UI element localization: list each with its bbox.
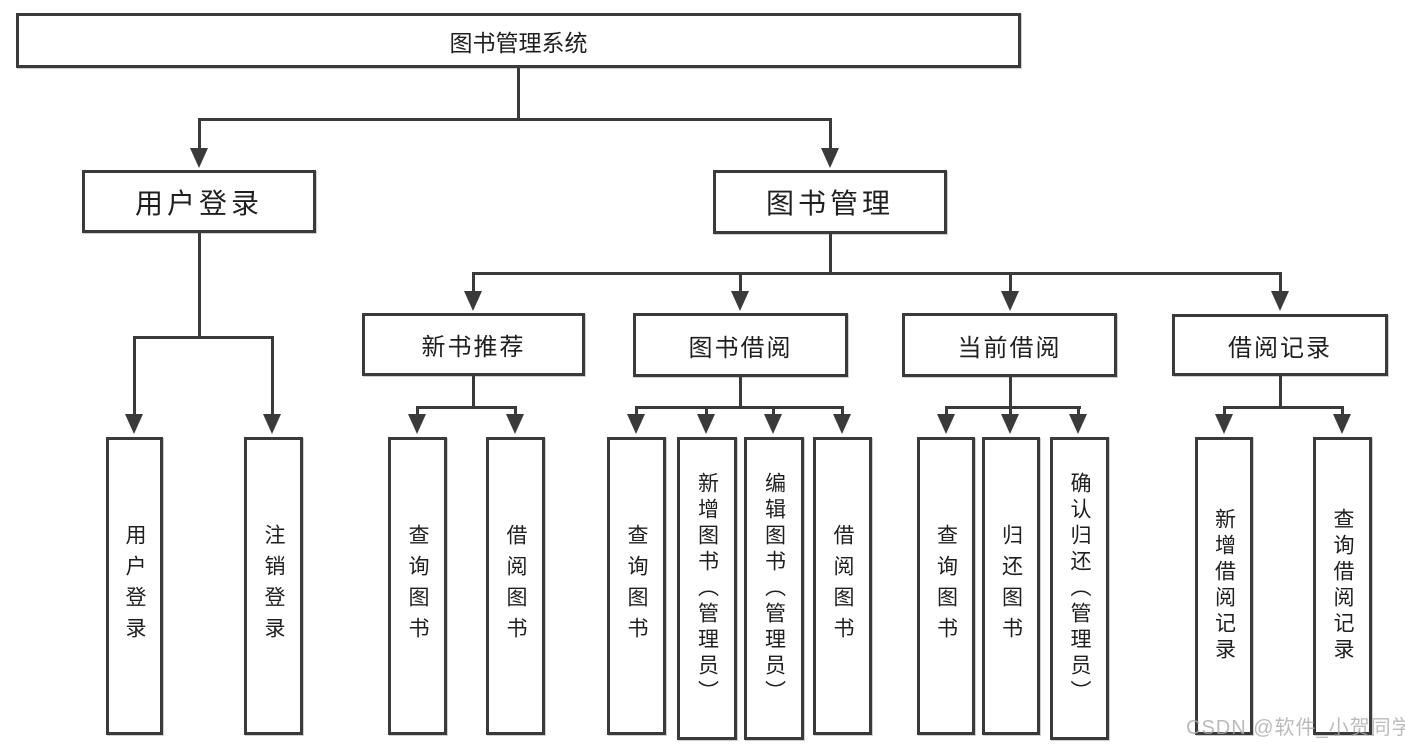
connector-line — [1009, 275, 1012, 293]
arrow-down-icon — [125, 414, 143, 434]
arrow-down-icon — [731, 291, 749, 311]
node-label: 查询借阅记录 — [1331, 508, 1354, 664]
connector-line — [517, 68, 520, 121]
connector-line — [1009, 377, 1012, 409]
node-leaf-edit-book-admin: 编辑图书（管理员） — [744, 437, 804, 740]
connector-line — [133, 339, 136, 416]
arrow-down-icon — [833, 414, 851, 434]
connector-line — [514, 409, 517, 416]
arrow-down-icon — [821, 148, 839, 168]
connector-line — [841, 409, 844, 416]
node-label: 确认归还（管理员） — [1068, 471, 1091, 706]
arrow-down-icon — [1215, 414, 1233, 434]
node-new-book-recommend: 新书推荐 — [362, 313, 585, 376]
node-current-borrowing: 当前借阅 — [902, 313, 1117, 377]
arrow-down-icon — [464, 291, 482, 311]
node-label: 查询图书 — [406, 524, 429, 648]
arrow-down-icon — [1001, 291, 1019, 311]
connector-line — [635, 406, 844, 409]
csdn-watermark: CSDN @软件_小贺同学 — [1186, 717, 1405, 739]
node-user-login: 用户登录 — [82, 170, 316, 233]
connector-line — [635, 409, 638, 416]
arrow-down-icon — [263, 414, 281, 434]
node-leaf-return-books: 归还图书 — [982, 437, 1040, 735]
node-label: 借阅图书 — [831, 524, 854, 648]
node-leaf-add-borrow-record: 新增借阅记录 — [1195, 437, 1253, 735]
node-label: 查询图书 — [934, 524, 958, 648]
connector-line — [1223, 406, 1344, 409]
arrow-down-icon — [506, 414, 524, 434]
node-leaf-query-books-1: 查询图书 — [388, 437, 447, 735]
connector-line — [829, 234, 832, 275]
arrow-down-icon — [764, 414, 782, 434]
arrow-down-icon — [190, 148, 208, 168]
connector-line — [739, 275, 742, 293]
node-label: 用户登录 — [123, 524, 146, 648]
connector-line — [472, 272, 1282, 275]
node-leaf-user-login: 用户登录 — [106, 437, 163, 735]
connector-line — [705, 409, 708, 416]
connector-line — [198, 233, 201, 339]
arrow-down-icon — [1333, 414, 1351, 434]
node-leaf-borrow-books-1: 借阅图书 — [486, 437, 545, 735]
node-label: 注销登录 — [262, 524, 285, 648]
node-label: 借阅图书 — [504, 524, 527, 648]
connector-line — [945, 409, 948, 416]
arrow-down-icon — [937, 414, 955, 434]
connector-line — [416, 406, 517, 409]
connector-line — [198, 118, 832, 121]
connector-line — [1009, 409, 1012, 416]
connector-line — [1077, 409, 1080, 416]
connector-line — [133, 336, 274, 339]
node-label: 新增借阅记录 — [1212, 508, 1236, 664]
connector-line — [945, 406, 1081, 409]
node-book-management: 图书管理 — [713, 170, 947, 234]
node-library-management-system: 图书管理系统 — [16, 13, 1021, 68]
node-leaf-add-book-admin: 新增图书（管理员） — [677, 437, 737, 740]
node-leaf-confirm-return-admin: 确认归还（管理员） — [1050, 437, 1109, 740]
node-label: 归还图书 — [999, 524, 1023, 648]
node-book-borrowing: 图书借阅 — [633, 313, 848, 377]
connector-line — [772, 409, 775, 416]
connector-line — [1341, 409, 1344, 416]
node-label: 新增图书（管理员） — [695, 471, 719, 706]
connector-line — [739, 377, 742, 409]
arrow-down-icon — [408, 414, 426, 434]
connector-line — [829, 121, 832, 150]
connector-line — [472, 376, 475, 409]
node-leaf-logout: 注销登录 — [244, 437, 303, 735]
arrow-down-icon — [1271, 291, 1289, 311]
connector-line — [1279, 375, 1282, 409]
node-borrowing-records: 借阅记录 — [1172, 314, 1388, 376]
arrow-down-icon — [1001, 414, 1019, 434]
arrow-down-icon — [627, 414, 645, 434]
connector-line — [1279, 275, 1282, 293]
connector-line — [271, 339, 274, 416]
connector-line — [472, 275, 475, 293]
node-leaf-query-books-2: 查询图书 — [607, 437, 666, 735]
node-label: 编辑图书（管理员） — [762, 471, 786, 706]
node-label: 查询图书 — [625, 524, 648, 648]
connector-line — [1223, 409, 1226, 416]
arrow-down-icon — [697, 414, 715, 434]
node-leaf-query-borrow-record: 查询借阅记录 — [1313, 437, 1372, 735]
connector-line — [198, 121, 201, 150]
node-leaf-query-books-3: 查询图书 — [917, 437, 975, 735]
arrow-down-icon — [1069, 414, 1087, 434]
connector-line — [416, 409, 419, 416]
node-leaf-borrow-books-2: 借阅图书 — [813, 437, 872, 735]
